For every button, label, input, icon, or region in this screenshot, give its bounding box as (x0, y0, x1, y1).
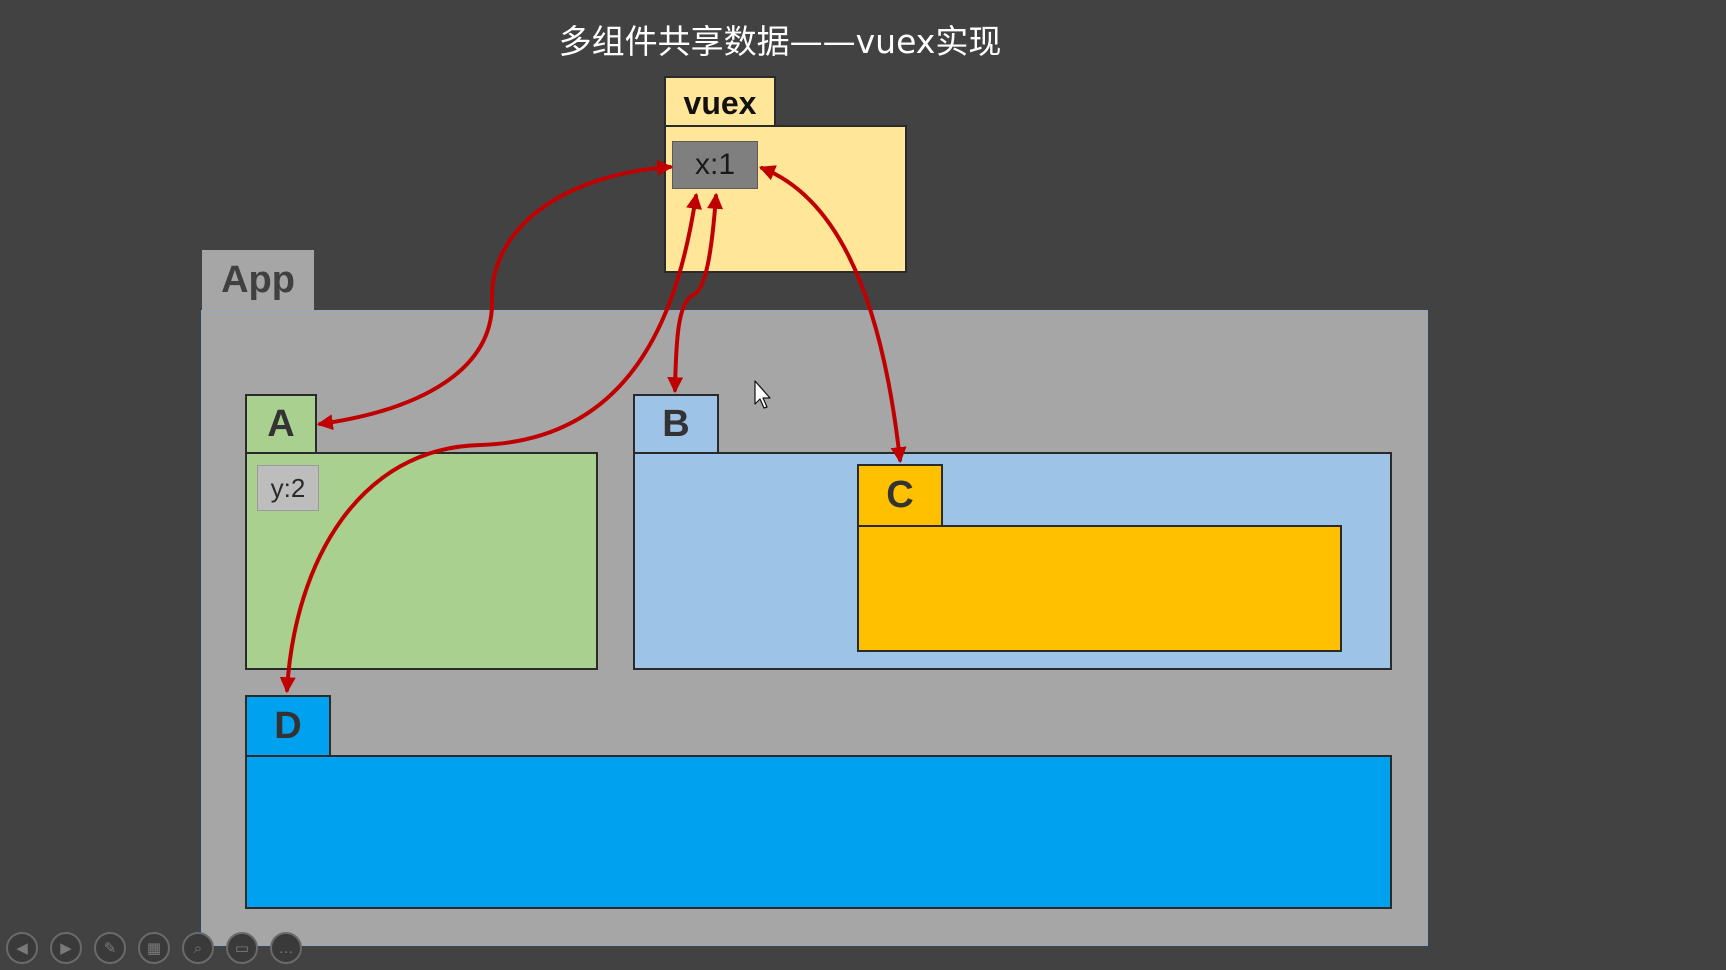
component-c-tab: C (857, 464, 943, 527)
slides-grid-icon: ▦ (146, 940, 162, 957)
previous-slide-button[interactable]: ◀ (6, 932, 38, 964)
zoom-icon: ⌕ (193, 939, 203, 957)
subtitles-icon: ▭ (234, 940, 250, 957)
slide-title: 多组件共享数据——vuex实现 (558, 22, 1002, 61)
pen-button[interactable]: ✎ (94, 932, 126, 964)
more-options-icon: … (278, 939, 294, 957)
component-c-label: C (886, 474, 914, 516)
next-slide-button[interactable]: ▶ (50, 932, 82, 964)
slides-grid-button[interactable]: ▦ (138, 932, 170, 964)
pen-icon: ✎ (103, 940, 117, 957)
vuex-tab: vuex (664, 76, 776, 128)
component-b-tab: B (633, 394, 719, 454)
zoom-button[interactable]: ⌕ (182, 932, 214, 964)
app-tab: App (202, 250, 314, 310)
slideshow-controls: ◀ ▶ ✎ ▦ ⌕ ▭ … (6, 932, 326, 964)
subtitles-button[interactable]: ▭ (226, 932, 258, 964)
component-a-label: A (267, 402, 295, 445)
previous-slide-icon: ◀ (16, 940, 28, 957)
next-slide-icon: ▶ (60, 940, 72, 957)
vuex-state-x: x:1 (672, 141, 758, 189)
component-a-state-y: y:2 (257, 465, 319, 511)
component-d-tab: D (245, 695, 331, 757)
component-a-tab: A (245, 394, 317, 454)
component-b-label: B (662, 402, 690, 445)
component-d-box (245, 755, 1392, 909)
app-label: App (221, 258, 295, 301)
component-d-label: D (274, 704, 302, 747)
vuex-label: vuex (683, 84, 757, 121)
more-options-button[interactable]: … (270, 932, 302, 964)
component-c-box (857, 525, 1342, 652)
